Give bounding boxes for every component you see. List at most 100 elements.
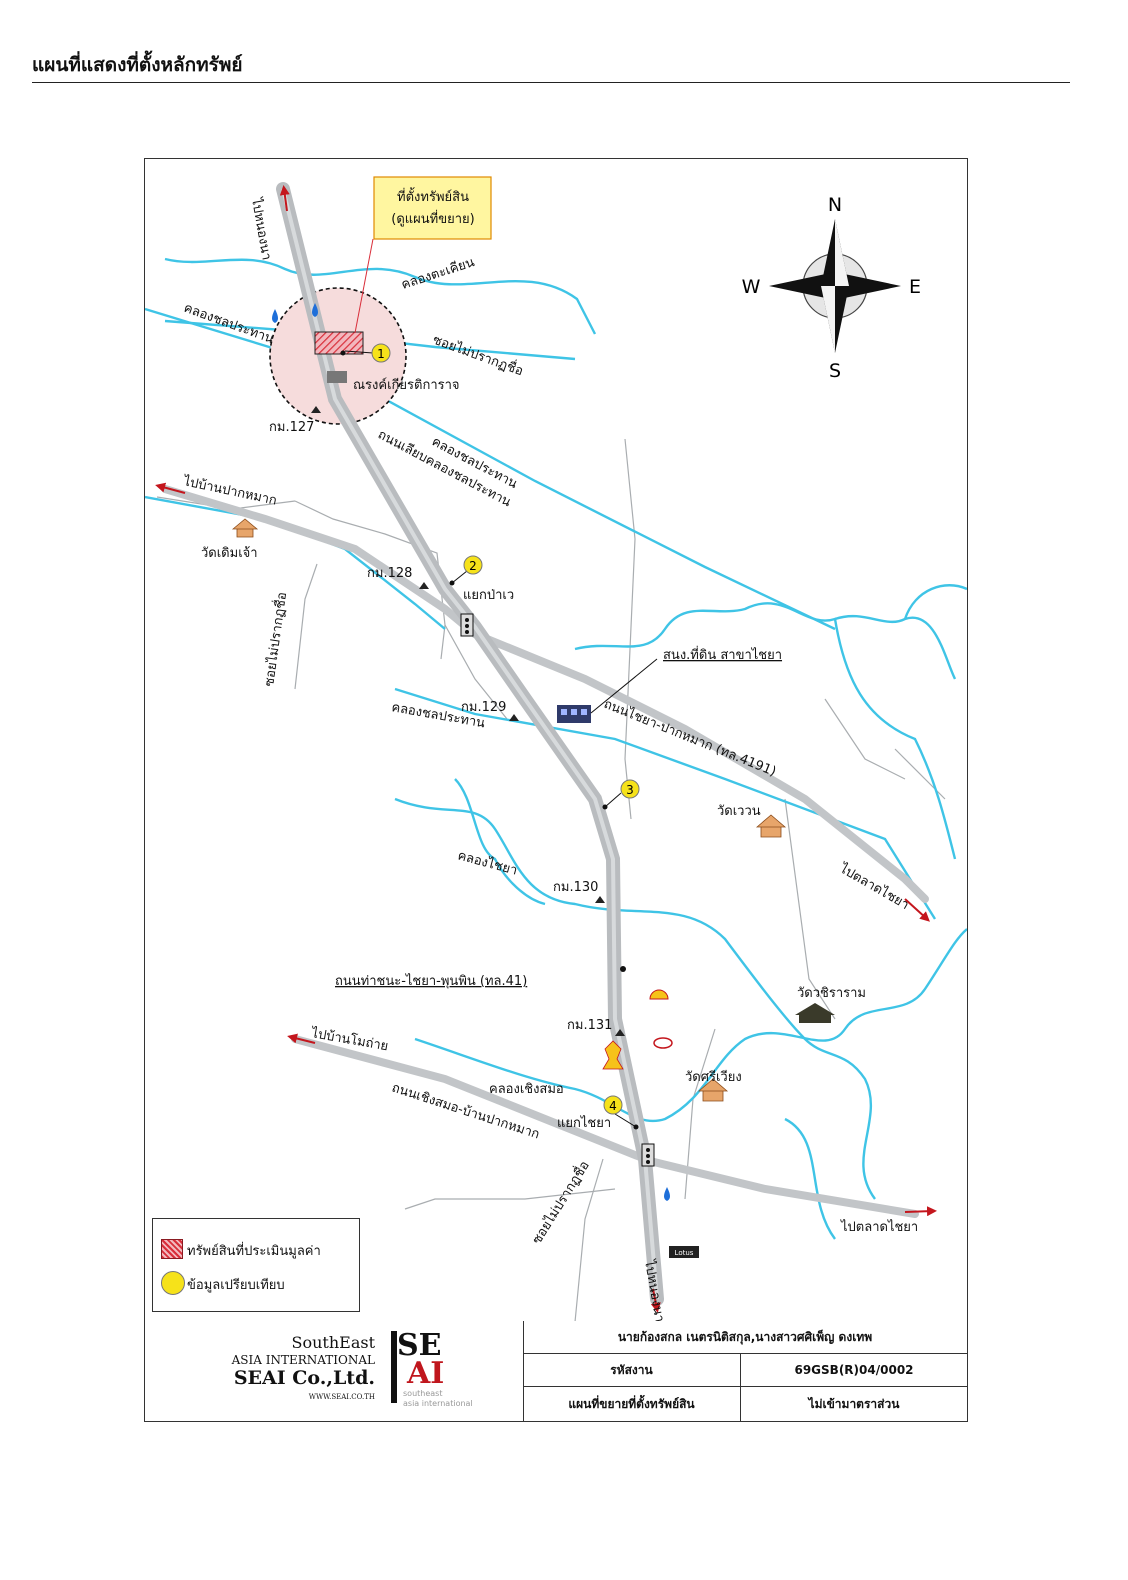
compass: N S E W xyxy=(742,194,921,382)
subject-property-swatch xyxy=(161,1239,183,1259)
km-markers xyxy=(311,406,625,1036)
subject-property-mark xyxy=(314,331,364,355)
legend-label-comparable: ข้อมูลเปรียบเทียบ xyxy=(187,1278,285,1293)
comparable-marker-3 xyxy=(620,779,640,799)
minor-road xyxy=(404,1188,616,1210)
callout-line1: ที่ตั้งทรัพย์สิน xyxy=(397,187,469,205)
land-office-leader xyxy=(590,658,658,714)
label-road-41: ถนนท่าชนะ-ไชยา-พุนพิน (ทล.41) xyxy=(335,973,527,989)
label-soi-unnamed-left: ซอยไม่ปรากฏชื่อ xyxy=(260,591,290,688)
compass-shade-s xyxy=(821,286,835,353)
company-logo: SouthEast ASIA INTERNATIONAL SEAI Co.,Lt… xyxy=(145,1321,524,1421)
subject-area-circle xyxy=(269,287,407,425)
lotus-label: Lotus xyxy=(675,1249,694,1257)
title-divider xyxy=(32,82,1070,83)
road-pak-mak xyxy=(161,485,479,638)
footer-scale: ไม่เข้ามาตราส่วน xyxy=(808,1396,900,1411)
compass-west: W xyxy=(742,276,761,298)
label-khlong-takhian: คลองตะเคียน xyxy=(399,254,476,293)
label-km128: กม.128 xyxy=(367,566,412,581)
logo-mark-se: SE xyxy=(397,1328,442,1363)
logo-line2: ASIA INTERNATIONAL xyxy=(231,1353,375,1367)
waterways xyxy=(145,257,967,1240)
compass-shade-n xyxy=(835,219,849,286)
subject-dot xyxy=(340,350,346,356)
garage-icon xyxy=(327,371,347,383)
compass-east: E xyxy=(909,276,921,298)
footer-appraisers: นายก้องสกล เนตรนิติสกุล,นางสาวศศิเพ็ญ ดง… xyxy=(523,1321,967,1354)
label-to-north: ไปหนองนา xyxy=(248,196,275,261)
comparable-label-4: 4 xyxy=(609,1099,617,1113)
logo-sub2: asia international xyxy=(403,1399,473,1408)
highway-41-centerline xyxy=(281,188,659,1300)
minor-road xyxy=(624,438,636,820)
callout-line2: (ดูแผนที่ขยาย) xyxy=(391,210,474,227)
comparable-label-3: 3 xyxy=(626,783,634,797)
comparable-label-2: 2 xyxy=(469,559,477,573)
logo-bar xyxy=(391,1331,397,1403)
footer-map-description: แผนที่ขยายที่ตั้งทรัพย์สิน xyxy=(523,1387,741,1421)
road-4191 xyxy=(471,630,929,903)
temple-icon xyxy=(795,1003,835,1023)
callout-box xyxy=(373,176,492,240)
arrow-east-bottom xyxy=(904,1206,937,1217)
label-wat-si-wiang: วัดศรีเวียง xyxy=(685,1069,742,1085)
landmark-icons: Lotus xyxy=(231,303,835,1258)
minor-road xyxy=(574,1158,604,1322)
comparable-marker-1 xyxy=(371,343,391,363)
page-title: แผนที่แสดงที่ตั้งหลักทรัพย์ xyxy=(32,54,243,76)
comparable-swatch xyxy=(161,1271,185,1295)
fuel-station-icon xyxy=(312,303,318,317)
arrow-north xyxy=(279,185,290,212)
river-branch xyxy=(454,778,546,906)
direction-arrows xyxy=(155,185,937,1313)
label-khlong-choeng-samo: คลองเชิงสมอ xyxy=(489,1082,564,1097)
footer-table: SouthEast ASIA INTERNATIONAL SEAI Co.,Lt… xyxy=(144,1321,968,1422)
minor-road xyxy=(784,798,836,1020)
label-km131: กม.131 xyxy=(567,1018,612,1033)
label-km127: กม.127 xyxy=(269,420,314,435)
label-soi-unnamed-top: ซอยไม่ปรากฏชื่อ xyxy=(431,331,526,380)
km-marker-128 xyxy=(419,582,429,589)
logo-mark-ai: AI xyxy=(407,1356,445,1391)
minor-roads xyxy=(156,438,946,1322)
monument-icon xyxy=(602,1040,624,1070)
khlong-chonprathan-mid xyxy=(145,307,836,631)
road-choeng-samo xyxy=(291,1035,919,1218)
footer-code-label: รหัสงาน xyxy=(523,1354,741,1387)
logo-line4: WWW.SEAI.CO.TH xyxy=(308,1393,375,1401)
minor-road xyxy=(824,698,906,780)
label-wat-wan: วัดเววน xyxy=(717,804,761,819)
river-south xyxy=(784,1117,836,1240)
river-east-branch xyxy=(834,584,967,680)
comparable-marker-4 xyxy=(603,1095,623,1115)
temple-icon xyxy=(697,1078,729,1102)
callout-leader xyxy=(354,238,374,334)
toyota-icon xyxy=(653,1037,673,1049)
km-marker-130 xyxy=(595,896,605,903)
comparable-label-1: 1 xyxy=(377,347,385,361)
label-narong-garage: ณรงค์เกียรติการาจ xyxy=(353,377,460,393)
secondary-roads xyxy=(161,485,929,1218)
river-east xyxy=(574,602,957,860)
label-km130: กม.130 xyxy=(553,880,598,895)
label-km129: กม.129 xyxy=(461,700,506,715)
label-wat-wachirabram: วัดวชิราราม xyxy=(797,986,866,1001)
comparable-markers: 1 2 3 4 xyxy=(344,343,640,1130)
minor-road xyxy=(444,624,508,720)
label-to-talat-chaiya-right: ไปตลาดไชยา xyxy=(836,860,912,913)
label-wat-doem-chao: วัดเดิมเจ้า xyxy=(201,546,258,561)
compass-south: S xyxy=(829,360,841,382)
khlong-choeng-samo xyxy=(414,928,967,1123)
arrow-west-bottom xyxy=(287,1033,316,1044)
logo-sub1: southeast xyxy=(403,1389,443,1398)
compass-north: N xyxy=(828,194,842,216)
minor-road xyxy=(294,563,318,690)
footer-code-value: 69GSB(R)04/0002 xyxy=(741,1354,967,1387)
km-marker-131 xyxy=(615,1029,625,1036)
khlong-chonprathan-low xyxy=(394,687,937,920)
label-to-talat-chaiya-bottom: ไปตลาดไชยา xyxy=(840,1219,918,1235)
temple-icon xyxy=(755,814,787,838)
shell-station-icon xyxy=(649,989,669,1000)
map-legend: ทรัพย์สินที่ประเมินมูลค่า ข้อมูลเปรียบเท… xyxy=(152,1218,360,1312)
